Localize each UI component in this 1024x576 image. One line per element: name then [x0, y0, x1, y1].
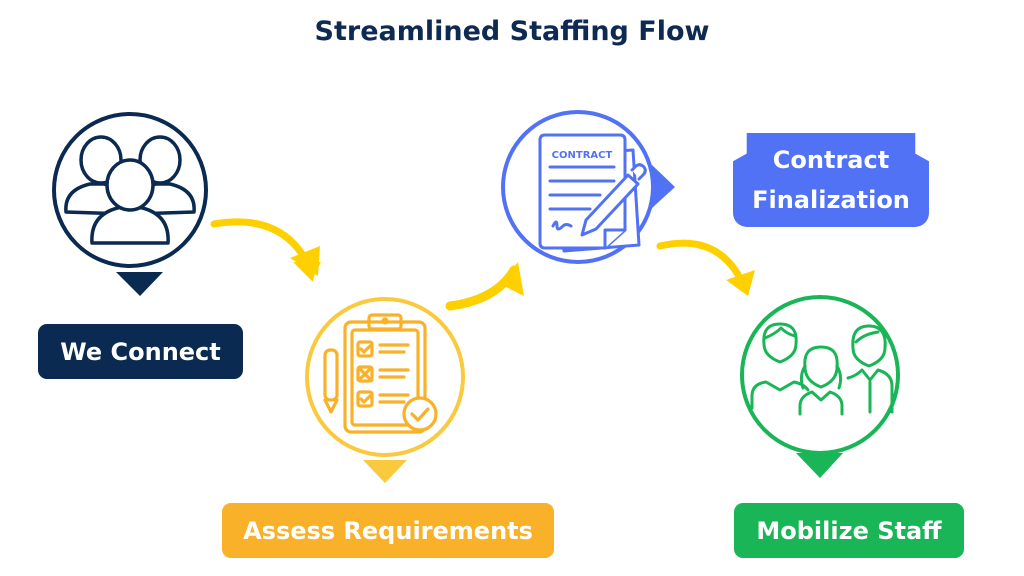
clipboard-checklist-icon: [323, 313, 438, 434]
label-line-2: Finalization: [752, 186, 910, 214]
step-3-pin: CONTRACT: [501, 110, 675, 264]
label-line-1: Contract: [772, 146, 890, 174]
team-group-icon: [64, 135, 196, 245]
step-label-contract-finalization: Contract Finalization: [733, 133, 929, 227]
page-title: Streamlined Staffing Flow: [314, 16, 710, 47]
connector-arrow-1: [210, 218, 321, 282]
step-2-pin: [305, 297, 465, 483]
step-label-mobilize-staff: Mobilize Staff: [734, 503, 964, 558]
connector-arrow-3: [656, 239, 755, 296]
connector-arrow-2: [445, 262, 524, 311]
step-4-pin: [740, 295, 900, 478]
staff-people-icon: [750, 322, 894, 416]
step-label-we-connect: We Connect: [38, 324, 243, 379]
contract-icon-text: CONTRACT: [552, 150, 613, 161]
step-label-assess-requirements: Assess Requirements: [222, 503, 554, 558]
contract-document-icon: [538, 133, 647, 253]
step-1-pin: [52, 112, 208, 296]
